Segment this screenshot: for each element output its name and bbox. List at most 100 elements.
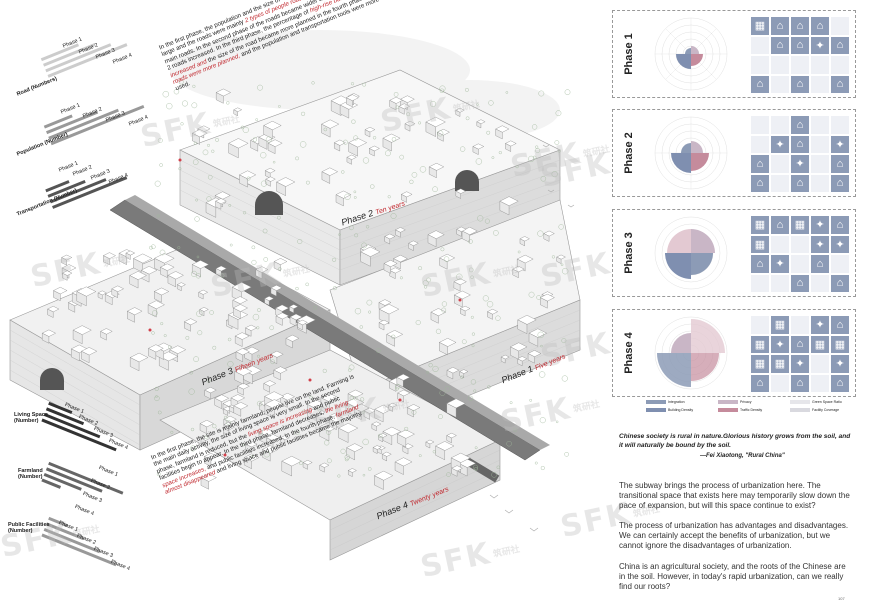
tree-mark <box>301 111 306 116</box>
tree-mark <box>317 407 322 412</box>
tree-mark <box>422 280 429 287</box>
tree-mark <box>299 141 307 148</box>
tree-mark <box>399 154 404 160</box>
tree-mark <box>180 122 184 126</box>
trees <box>149 79 571 478</box>
tree-mark <box>362 473 366 477</box>
tree-mark <box>170 430 174 434</box>
icon-grid: ⌂✦⌂✦⌂✦⌂⌂⌂⌂ <box>751 116 849 192</box>
tree-mark <box>439 88 445 93</box>
empty-cell <box>771 174 789 192</box>
building-side <box>386 334 395 347</box>
tree-mark <box>192 84 196 88</box>
building-side <box>319 464 325 473</box>
house-icon: ⌂ <box>751 255 769 273</box>
tree-mark <box>391 334 396 339</box>
tree-mark <box>505 91 509 94</box>
building-side <box>148 348 157 360</box>
tree-mark <box>515 165 519 169</box>
house-icon: ⌂ <box>771 36 789 54</box>
house-icon: ⌂ <box>811 17 829 35</box>
legend-green-space: Green Space Ratio <box>790 400 856 404</box>
building-side <box>68 302 76 313</box>
tree-mark <box>305 282 309 287</box>
tree-mark <box>157 410 162 415</box>
tree-mark <box>257 429 263 435</box>
building-side <box>439 257 448 270</box>
public-facilities-label: Public Facilities(Number) <box>8 522 50 534</box>
house-icon: ⌂ <box>811 255 829 273</box>
building-side <box>270 287 277 297</box>
tree-mark <box>197 330 203 336</box>
building-side <box>270 353 278 365</box>
legend-swatch <box>790 408 810 412</box>
tree-mark <box>538 371 546 378</box>
phase-card-3: Phase 3 ▦⌂▦✦⌂▦✦✦⌂✦⌂⌂⌂ <box>612 209 856 297</box>
tree-mark <box>206 196 212 202</box>
legend-privacy: Privacy <box>718 400 784 404</box>
house-icon: ⌂ <box>751 374 769 392</box>
tree-mark <box>465 116 470 121</box>
empty-cell <box>811 355 829 373</box>
tree-mark <box>353 190 357 194</box>
building-side <box>198 291 204 300</box>
birds <box>489 144 575 532</box>
tree-mark <box>297 238 303 245</box>
empty-cell <box>771 56 789 74</box>
tree-mark <box>362 157 370 164</box>
tree-mark <box>207 174 213 180</box>
tree-mark <box>191 102 198 109</box>
tree-mark <box>227 360 234 368</box>
tree-mark <box>560 263 564 267</box>
tree-mark <box>260 180 267 187</box>
building-side <box>401 194 407 203</box>
tree-mark <box>351 119 356 124</box>
tree-mark <box>532 155 537 160</box>
building-side <box>378 322 385 331</box>
person-icon: ✦ <box>811 36 829 54</box>
building-side <box>118 252 127 265</box>
person-icon: ✦ <box>831 235 849 253</box>
house-icon: ⌂ <box>831 155 849 173</box>
tree-mark <box>390 213 397 219</box>
person-icon: ✦ <box>791 155 809 173</box>
tree-mark <box>468 395 474 401</box>
building-side <box>364 129 371 138</box>
tree-mark <box>154 180 161 187</box>
tree-mark <box>255 118 259 121</box>
building-side <box>396 377 404 388</box>
tree-mark <box>196 310 203 317</box>
building-side <box>233 405 242 417</box>
tree-mark <box>193 141 197 145</box>
building-side <box>244 457 252 470</box>
tree-mark <box>361 410 365 414</box>
tree-mark <box>441 301 448 307</box>
tree-mark <box>428 363 433 368</box>
tree-mark <box>395 386 399 391</box>
tree-mark <box>487 385 491 389</box>
building-side <box>369 148 375 157</box>
house-icon: ⌂ <box>831 174 849 192</box>
tree-mark <box>168 345 172 349</box>
legend-building-density: Building Density <box>646 408 712 412</box>
building-side <box>402 445 409 455</box>
tree-mark <box>278 105 281 108</box>
tree-mark <box>359 325 363 329</box>
empty-cell <box>771 374 789 392</box>
building-side <box>289 306 294 314</box>
building-side <box>439 342 448 356</box>
tree-mark <box>295 286 299 291</box>
building-icon: ▦ <box>751 17 769 35</box>
building-side <box>348 470 353 477</box>
empty-cell <box>771 274 789 292</box>
building-side <box>265 178 271 187</box>
tree-mark <box>260 152 267 159</box>
tree-mark <box>348 364 355 371</box>
tree-mark <box>423 285 428 289</box>
person-icon: ✦ <box>771 135 789 153</box>
building-side <box>263 125 273 139</box>
tree-mark <box>557 149 561 153</box>
building-side <box>446 369 454 380</box>
building-side <box>374 408 384 423</box>
building-side <box>205 202 217 218</box>
